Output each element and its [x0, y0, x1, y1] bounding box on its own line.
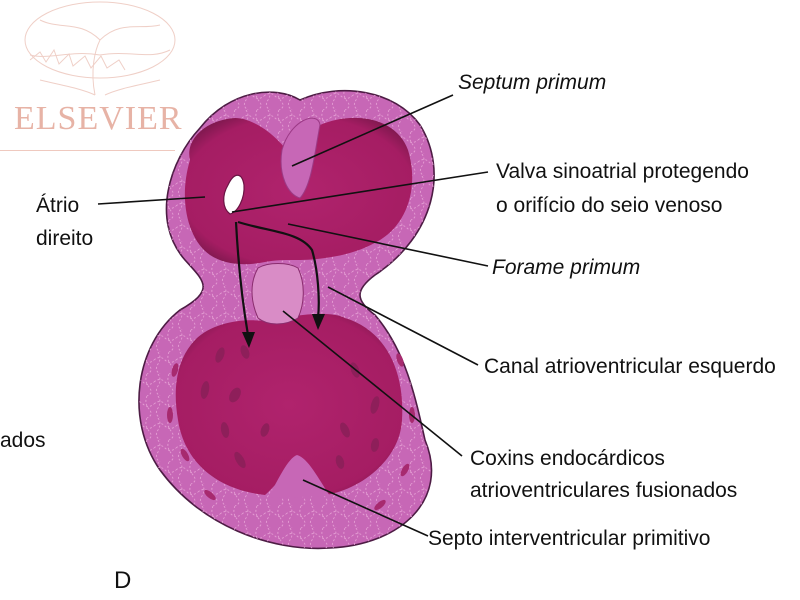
arrow-head-right-ventricle: [242, 332, 255, 348]
ventricular-cavity: [175, 313, 403, 495]
elsevier-wordmark: ELSEVIER: [14, 100, 183, 137]
label-valva-line1: Valva sinoatrial protegendo: [496, 160, 749, 183]
label-cut-fragment: ados: [0, 429, 46, 452]
label-atrio-line1: Átrio: [36, 194, 80, 217]
panel-letter: D: [114, 567, 132, 594]
atrial-cavity: [184, 117, 413, 265]
arrow-head-left-ventricle: [312, 314, 325, 330]
label-canal-av: Canal atrioventricular esquerdo: [484, 355, 776, 378]
label-forame-primum: Forame primum: [492, 256, 641, 279]
label-septo-iv: Septo interventricular primitivo: [428, 527, 711, 550]
septum-primum-shape: [280, 117, 321, 199]
flow-arrows: [234, 220, 320, 336]
endocardial-cushion: [251, 263, 304, 325]
label-septum-primum: Septum primum: [458, 71, 607, 94]
label-coxins-line2: atrioventriculares fusionados: [470, 479, 738, 502]
label-valva-line2: o orifício do seio venoso: [496, 194, 723, 217]
trabeculae: [200, 345, 380, 469]
label-atrio-line2: direito: [36, 227, 94, 250]
sinoatrial-valve-orifice: [223, 174, 245, 215]
interventricular-septum-shape: [268, 455, 330, 498]
leader-lines: [97, 94, 489, 537]
label-coxins-line1: Coxins endocárdicos: [470, 447, 665, 470]
